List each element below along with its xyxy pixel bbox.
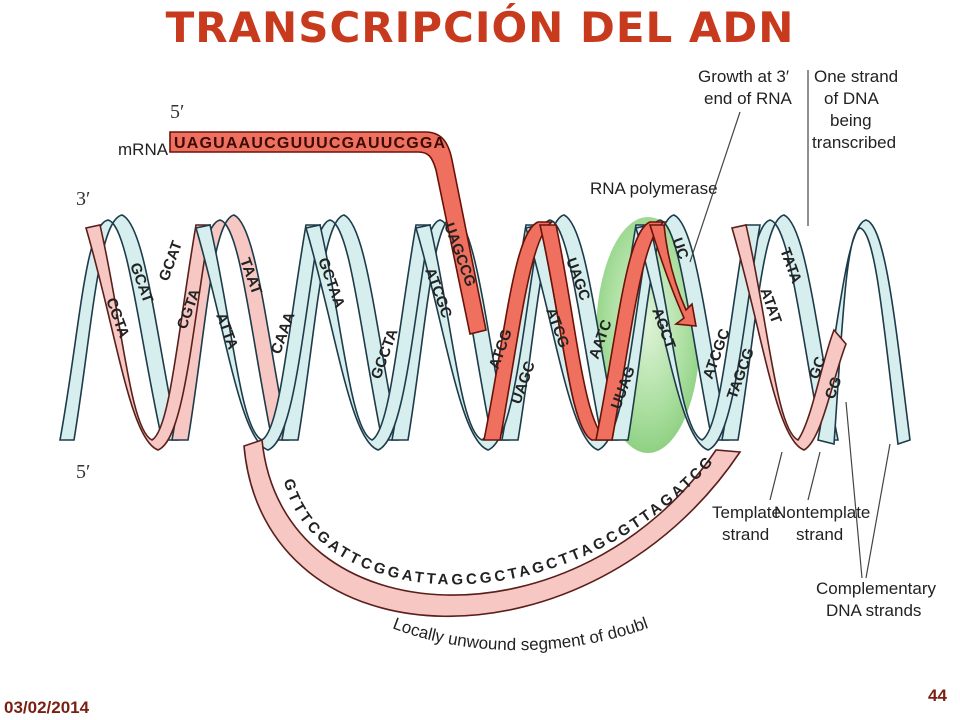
five-prime-top-label: 5′ xyxy=(170,101,184,123)
svg-text:CG: CG xyxy=(822,374,846,401)
svg-text:GC: GC xyxy=(806,354,830,381)
svg-text:end of RNA: end of RNA xyxy=(704,89,793,108)
slide-title: TRANSCRIPCIÓN DEL ADN xyxy=(165,3,795,52)
template-strand-label: Template strand xyxy=(712,503,781,544)
footer-date: 03/02/2014 xyxy=(4,698,90,717)
svg-text:strand: strand xyxy=(796,525,843,544)
complementary-pointer-right xyxy=(865,443,891,579)
mrna-sequence-text: UAGUAAUCGUUUCGAUUCGGA xyxy=(174,135,446,152)
svg-text:UC: UC xyxy=(668,236,691,262)
svg-text:CGTA: CGTA xyxy=(102,296,132,341)
svg-text:Template: Template xyxy=(712,503,781,522)
svg-text:transcribed: transcribed xyxy=(812,133,896,152)
svg-text:One strand: One strand xyxy=(814,67,898,86)
rna-strand-segments xyxy=(483,221,697,441)
rna-polymerase-label: RNA polymerase xyxy=(590,179,718,198)
complementary-strands-label: Complementary DNA strands xyxy=(816,579,936,620)
mrna-label: mRNA xyxy=(118,140,169,159)
mrna-ribbon: UAGUAAUCGUUUCGAUUCGGA xyxy=(169,131,487,335)
three-prime-label: 3′ xyxy=(76,188,90,210)
svg-text:GCAT: GCAT xyxy=(156,239,186,284)
svg-text:TAAT: TAAT xyxy=(236,256,265,297)
page-number: 44 xyxy=(928,686,947,705)
svg-text:ATTA: ATTA xyxy=(212,311,241,352)
complementary-pointer-left xyxy=(845,401,863,579)
svg-text:Complementary: Complementary xyxy=(816,579,936,598)
svg-text:Nontemplate: Nontemplate xyxy=(774,503,870,522)
template-pointer xyxy=(769,451,783,501)
svg-text:being: being xyxy=(830,111,872,130)
svg-text:strand: strand xyxy=(722,525,769,544)
svg-text:GCAT: GCAT xyxy=(126,261,156,306)
growth-pointer xyxy=(689,111,741,263)
growth-label: Growth at 3′ end of RNA xyxy=(698,67,793,108)
five-prime-bottom-label: 5′ xyxy=(76,461,90,483)
svg-text:of DNA: of DNA xyxy=(824,89,879,108)
svg-text:Growth at 3′: Growth at 3′ xyxy=(698,67,789,86)
svg-text:DNA strands: DNA strands xyxy=(826,601,921,620)
nontemplate-strand-label: Nontemplate strand xyxy=(774,503,870,544)
one-strand-label: One strand of DNA being transcribed xyxy=(812,67,898,152)
nontemplate-pointer xyxy=(807,451,821,501)
